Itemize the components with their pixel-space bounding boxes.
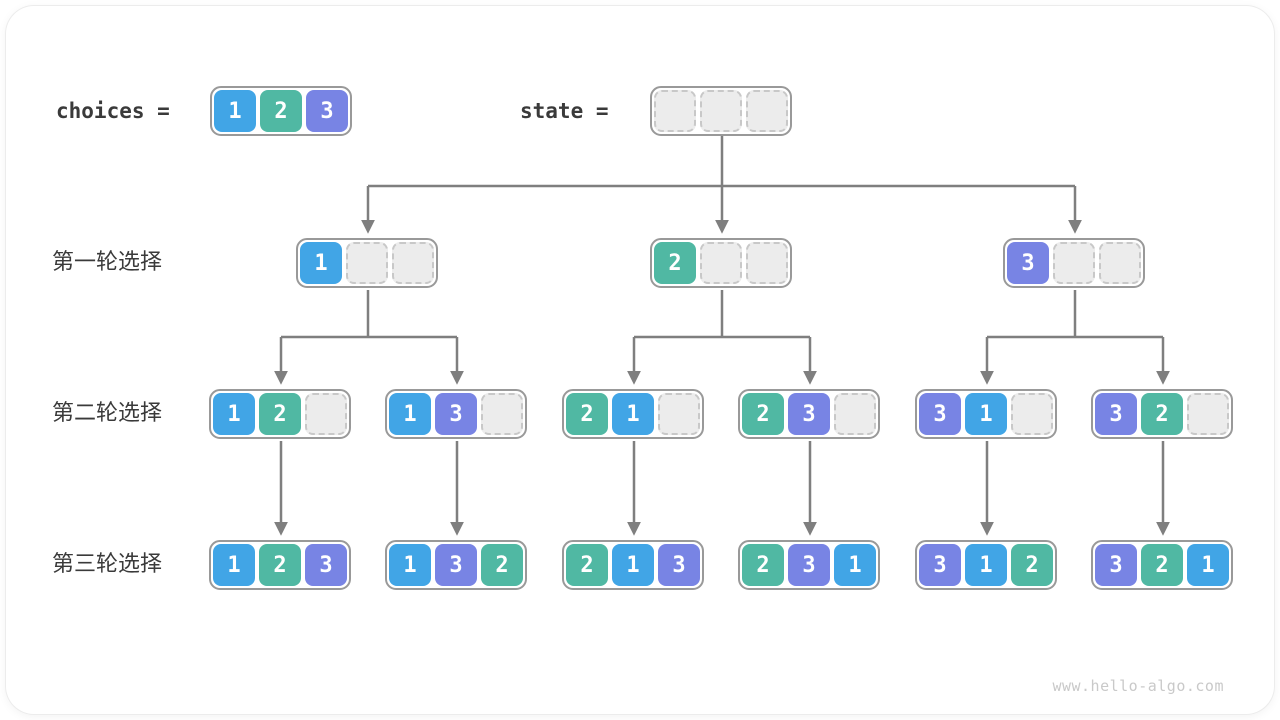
value-cell: 1: [965, 393, 1007, 435]
value-cell: 3: [919, 544, 961, 586]
empty-slot: [1187, 393, 1229, 435]
empty-slot: [392, 242, 434, 284]
value-cell: 2: [742, 393, 784, 435]
empty-slot: [746, 242, 788, 284]
value-cell: 3: [1095, 393, 1137, 435]
value-cell: 1: [612, 393, 654, 435]
value-cell: 1: [965, 544, 1007, 586]
empty-slot: [481, 393, 523, 435]
state-label: state =: [520, 99, 609, 123]
round-1-label: 第一轮选择: [52, 250, 163, 275]
state-array: [650, 86, 792, 136]
empty-slot: [700, 242, 742, 284]
round-3-label: 第三轮选择: [52, 552, 163, 577]
value-cell: 1: [214, 90, 256, 132]
empty-slot: [834, 393, 876, 435]
value-cell: 3: [919, 393, 961, 435]
value-cell: 3: [788, 393, 830, 435]
choices-label: choices =: [56, 99, 170, 123]
value-cell: 1: [1187, 544, 1229, 586]
value-cell: 2: [259, 544, 301, 586]
empty-slot: [658, 393, 700, 435]
value-cell: 3: [1095, 544, 1137, 586]
value-cell: 2: [260, 90, 302, 132]
value-cell: 3: [435, 393, 477, 435]
empty-slot: [654, 90, 696, 132]
value-cell: 3: [788, 544, 830, 586]
empty-slot: [1053, 242, 1095, 284]
value-cell: 1: [389, 393, 431, 435]
watermark-url: www.hello-algo.com: [1052, 677, 1224, 695]
value-cell: 1: [389, 544, 431, 586]
empty-slot: [346, 242, 388, 284]
value-cell: 2: [481, 544, 523, 586]
value-cell: 3: [658, 544, 700, 586]
empty-slot: [305, 393, 347, 435]
value-cell: 2: [1141, 544, 1183, 586]
value-cell: 2: [742, 544, 784, 586]
value-cell: 2: [566, 544, 608, 586]
value-cell: 3: [305, 544, 347, 586]
empty-slot: [746, 90, 788, 132]
level1-node-1: 1: [296, 238, 438, 288]
value-cell: 2: [259, 393, 301, 435]
value-cell: 3: [435, 544, 477, 586]
value-cell: 3: [306, 90, 348, 132]
empty-slot: [700, 90, 742, 132]
level1-node-3: 3: [1003, 238, 1145, 288]
value-cell: 1: [834, 544, 876, 586]
value-cell: 1: [213, 393, 255, 435]
value-cell: 2: [654, 242, 696, 284]
empty-slot: [1011, 393, 1053, 435]
round-2-label: 第二轮选择: [52, 401, 163, 426]
value-cell: 2: [1141, 393, 1183, 435]
value-cell: 2: [1011, 544, 1053, 586]
value-cell: 1: [213, 544, 255, 586]
empty-slot: [1099, 242, 1141, 284]
value-cell: 1: [300, 242, 342, 284]
value-cell: 1: [612, 544, 654, 586]
value-cell: 2: [566, 393, 608, 435]
level1-node-2: 2: [650, 238, 792, 288]
value-cell: 3: [1007, 242, 1049, 284]
